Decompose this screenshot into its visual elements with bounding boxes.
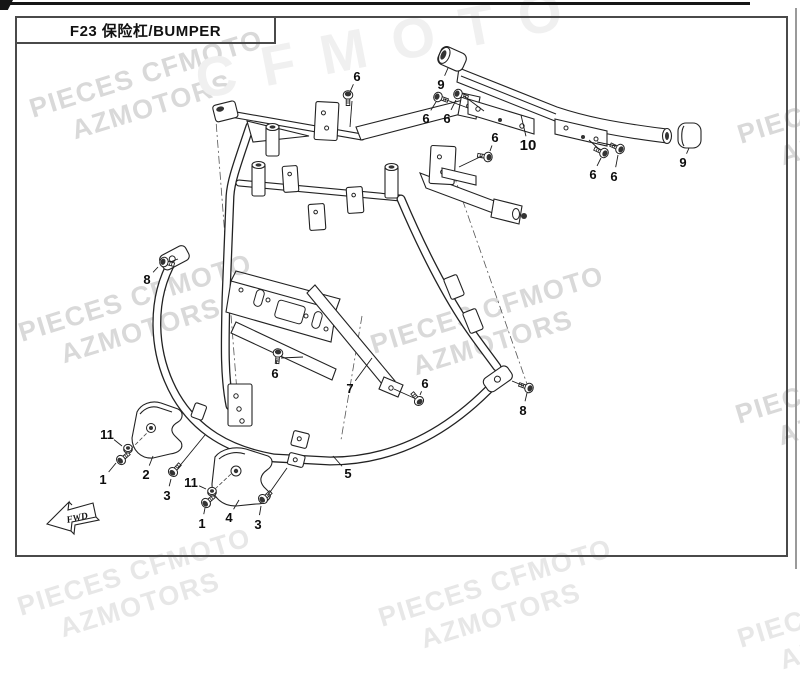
callout-6: 6 [422, 111, 429, 126]
fwd-arrow: FWD [45, 500, 101, 536]
callout-leader [113, 439, 123, 447]
tube-inner [236, 180, 403, 201]
callout-leader [615, 154, 619, 168]
callout-2: 2 [142, 467, 149, 482]
callout-leader [332, 455, 343, 467]
callout-leader [148, 455, 154, 466]
callout-leader [108, 462, 117, 473]
callout-6: 6 [610, 169, 617, 184]
bumper-frame [212, 92, 527, 427]
tube-inner [222, 122, 254, 410]
callout-10: 10 [520, 137, 537, 154]
callout-leader [419, 391, 422, 396]
callout-1: 1 [198, 516, 205, 531]
callout-3: 3 [163, 488, 170, 503]
tube-inner [397, 195, 501, 371]
cover-part2 [131, 401, 183, 459]
callout-9: 9 [679, 155, 686, 170]
cover-part4 [211, 447, 273, 507]
fwd-label: FWD [65, 511, 89, 526]
brace-part7 [306, 284, 404, 398]
callout-leader [233, 499, 240, 510]
scan-artifact-corner [0, 0, 13, 10]
callout-leader [686, 147, 690, 154]
scan-artifact-top [0, 2, 750, 5]
callout-leader [489, 145, 493, 152]
callout-4: 4 [225, 510, 233, 525]
tube-inner [222, 110, 365, 140]
callout-8: 8 [519, 403, 526, 418]
callout-6: 6 [443, 111, 450, 126]
callout-3: 3 [254, 517, 261, 532]
callout-leader [198, 485, 207, 490]
tube-inner [153, 256, 498, 465]
bumper-tube-part5 [152, 245, 513, 468]
fasteners [114, 87, 627, 510]
callout-leader [349, 84, 354, 93]
end-cap-left [437, 46, 467, 72]
crossbar-part10 [437, 46, 702, 149]
page-edge-line [795, 8, 797, 569]
fastener-leaders [130, 95, 617, 496]
callout-6: 6 [589, 167, 596, 182]
callout-leader [520, 114, 527, 137]
callout-8: 8 [143, 272, 150, 287]
callout-11: 11 [184, 475, 198, 490]
callout-11: 11 [100, 427, 114, 442]
frame-brackets [281, 101, 484, 334]
frame-posts [251, 122, 399, 199]
mounting-plate [225, 270, 341, 381]
callout-leader [524, 392, 528, 402]
callout-7: 7 [346, 381, 353, 396]
callout-leader [152, 266, 159, 273]
frame-cap [212, 100, 239, 123]
callout-6: 6 [353, 69, 360, 84]
callout-leader [203, 507, 206, 515]
callout-6: 6 [271, 366, 278, 381]
callout-leader [430, 101, 437, 111]
callout-leader [354, 357, 373, 382]
callout-5: 5 [344, 466, 351, 481]
callout-9: 9 [437, 77, 444, 92]
callout-leader [450, 99, 457, 111]
callout-6: 6 [491, 130, 498, 145]
title-box: F23 保险杠/BUMPER [15, 16, 276, 44]
callout-leader [168, 478, 172, 487]
page-title: F23 保险杠/BUMPER [69, 22, 222, 40]
callout-1: 1 [99, 472, 106, 487]
callout-6: 6 [421, 376, 428, 391]
callout-leader [259, 505, 262, 516]
callout-leader [596, 157, 602, 167]
callout-leader [444, 67, 449, 76]
callout-leader [275, 359, 278, 365]
end-cap-right [677, 122, 702, 149]
